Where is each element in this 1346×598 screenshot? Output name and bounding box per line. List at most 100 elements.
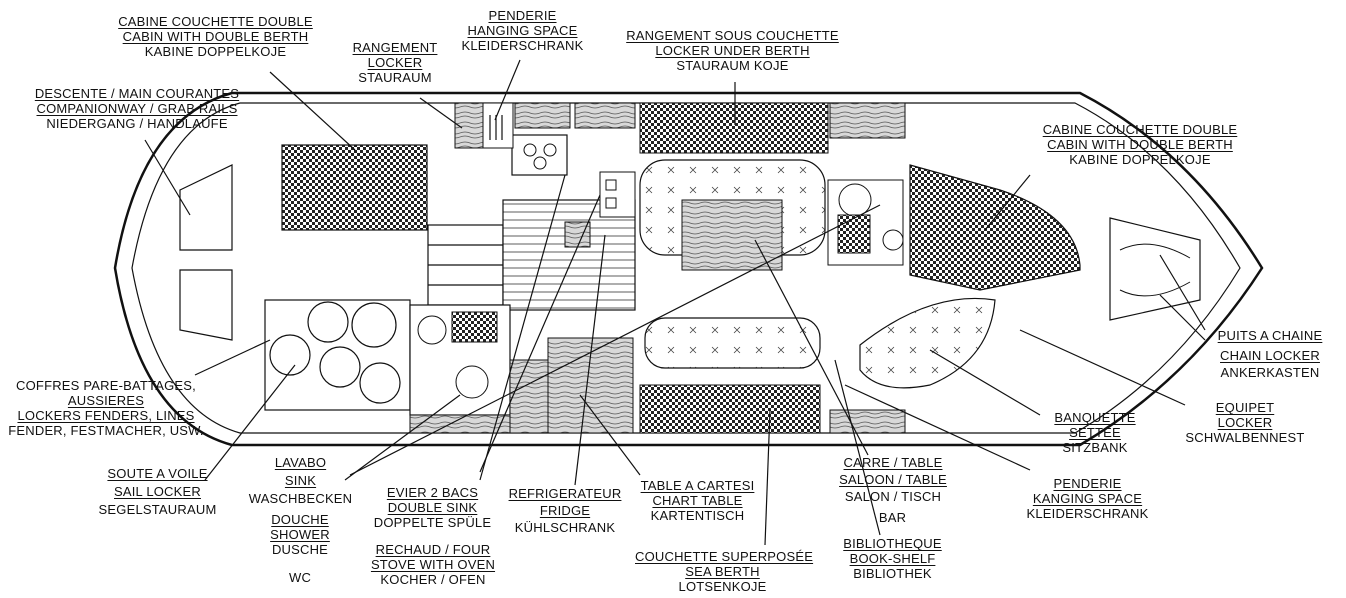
label-line: SEA BERTH <box>685 564 760 579</box>
label-line: SINK <box>284 473 317 488</box>
label-puits: PUITS A CHAINE CHAIN LOCKER ANKERKASTEN <box>1200 328 1340 380</box>
label-cabine-fwd: CABINE COUCHETTE DOUBLE CABIN WITH DOUBL… <box>1030 122 1250 167</box>
label-line: SALOON / TABLE <box>839 472 947 487</box>
label-carre: CARRE / TABLE SALOON / TABLE SALON / TIS… <box>828 455 958 504</box>
label-line: LOCKER UNDER BERTH <box>655 43 810 58</box>
label-line: SHOWER <box>270 527 330 542</box>
label-line: SOUTE A VOILE <box>107 466 208 481</box>
label-line: NIEDERGANG / HANDLAUFE <box>46 116 228 131</box>
label-line: KÜHLSCHRANK <box>514 520 616 535</box>
label-line: SALON / TISCH <box>844 489 942 504</box>
label-line: ANKERKASTEN <box>1220 365 1320 380</box>
label-line: DOUBLE SINK <box>387 500 478 515</box>
label-line: DESCENTE / MAIN COURANTES <box>34 86 240 101</box>
label-line: CHART TABLE <box>652 493 743 508</box>
label-line: SEGELSTAURAUM <box>98 502 217 517</box>
label-line: KANGING SPACE <box>1032 491 1143 506</box>
label-line: BOOK-SHELF <box>849 551 936 566</box>
stove <box>511 134 568 176</box>
nav-locker <box>509 359 549 434</box>
label-line: KOCHER / OFEN <box>380 572 486 587</box>
shelf-top-2 <box>574 102 636 129</box>
label-wc: WC <box>250 570 350 585</box>
label-line: FRIDGE <box>539 503 591 518</box>
panel-top-right <box>829 102 906 139</box>
fridge <box>564 221 591 248</box>
label-line: RECHAUD / FOUR <box>375 542 491 557</box>
label-line: REFRIGERATEUR <box>508 486 622 501</box>
label-line: PENDERIE <box>1053 476 1122 491</box>
label-line: LOCKER <box>367 55 423 70</box>
panel-bottom-1 <box>409 414 511 434</box>
label-line: RANGEMENT <box>352 40 438 55</box>
label-rangement-locker: RANGEMENT LOCKER STAURAUM <box>345 40 445 85</box>
label-line: WC <box>288 570 312 585</box>
label-bibliotheque: BIBLIOTHEQUE BOOK-SHELF BIBLIOTHEK <box>830 536 955 581</box>
label-equipet: EQUIPET LOCKER SCHWALBENNEST <box>1175 400 1315 445</box>
label-table-cartes: TABLE A CARTESi CHART TABLE KARTENTISCH <box>630 478 765 523</box>
label-line: DOPPELTE SPÜLE <box>373 515 492 530</box>
locker-top-1 <box>454 102 484 149</box>
saloon-settee-bottom <box>644 317 821 369</box>
label-line: TABLE A CARTESi <box>640 478 755 493</box>
label-descente: DESCENTE / MAIN COURANTES COMPANIONWAY /… <box>12 86 262 131</box>
label-line: CABIN WITH DOUBLE BERTH <box>1047 137 1233 152</box>
label-line: KLEIDERSCHRANK <box>1026 506 1149 521</box>
label-coffres: COFFRES PARE-BATTAGES, AUSSIERES LOCKERS… <box>0 378 212 438</box>
label-line: LOTSENKOJE <box>678 579 767 594</box>
label-bar: BAR <box>845 510 940 525</box>
label-line: STAURAUM <box>358 70 432 85</box>
label-line: BIBLIOTHEQUE <box>843 536 942 551</box>
label-line: LAVABO <box>274 455 327 470</box>
label-line: RANGEMENT SOUS COUCHETTE <box>626 28 839 43</box>
label-line: COUCHETTE SUPERPOSÉE <box>635 549 814 564</box>
wardrobe-top <box>482 102 514 149</box>
label-line: SITZBANK <box>1062 440 1128 455</box>
label-douche: DOUCHE SHOWER DUSCHE <box>250 512 350 557</box>
label-lavabo: LAVABO SINK WASCHBECKEN <box>238 455 363 506</box>
cabin-sole <box>502 199 636 311</box>
label-cabine-aft: CABINE COUCHETTE DOUBLE CABIN WITH DOUBL… <box>108 14 323 59</box>
aft-locker-top <box>179 164 233 251</box>
label-line: DOUCHE <box>271 512 329 527</box>
label-line: DUSCHE <box>271 542 329 557</box>
label-line: COMPANIONWAY / GRAB RAILS <box>36 101 238 116</box>
label-penderie-top: PENDERIE HANGING SPACE KLEIDERSCHRANK <box>455 8 590 53</box>
label-line: CABINE COUCHETTE DOUBLE <box>1042 122 1238 137</box>
label-soute: SOUTE A VOILE SAIL LOCKER SEGELSTAURAUM <box>90 466 225 517</box>
label-line: LOCKERS FENDERS, LINES <box>17 408 195 423</box>
label-couchette: COUCHETTE SUPERPOSÉE SEA BERTH LOTSENKOJ… <box>635 549 814 594</box>
label-banquette: BANQUETTE SETTEE SITZBANK <box>1040 410 1150 455</box>
label-line: CHAIN LOCKER <box>1220 348 1320 363</box>
label-line: KABINE DOPPELKOJE <box>144 44 287 59</box>
label-line: PENDERIE <box>488 8 557 23</box>
label-line: EVIER 2 BACS <box>386 485 479 500</box>
aft-locker-bottom <box>179 269 233 341</box>
label-line: KARTENTISCH <box>650 508 745 523</box>
shelf-top <box>514 102 571 129</box>
label-line: BANQUETTE <box>1054 410 1136 425</box>
label-line: STAURAUM KOJE <box>676 58 789 73</box>
hull-inner <box>131 102 1241 434</box>
label-line: HANGING SPACE <box>467 23 578 38</box>
label-line: SAIL LOCKER <box>114 484 201 499</box>
label-line: KLEIDERSCHRANK <box>461 38 584 53</box>
label-line: EQUIPET <box>1215 400 1275 415</box>
label-line: AUSSIERES <box>67 393 145 408</box>
label-line: CABIN WITH DOUBLE BERTH <box>122 29 309 44</box>
label-line: FENDER, FESTMACHER, USW. <box>8 423 204 438</box>
label-rechaud: RECHAUD / FOUR STOVE WITH OVEN KOCHER / … <box>358 542 508 587</box>
companionway <box>427 224 504 306</box>
label-evier: EVIER 2 BACS DOUBLE SINK DOPPELTE SPÜLE <box>370 485 495 530</box>
label-line: PUITS A CHAINE <box>1217 328 1323 343</box>
label-line: WASCHBECKEN <box>248 491 353 506</box>
label-penderie-right: PENDERIE KANGING SPACE KLEIDERSCHRANK <box>1020 476 1155 521</box>
label-line: CARRE / TABLE <box>843 455 943 470</box>
saloon-table <box>681 199 783 271</box>
label-rangement-sous: RANGEMENT SOUS COUCHETTE LOCKER UNDER BE… <box>610 28 855 73</box>
forward-settee <box>859 297 996 389</box>
label-line: BIBLIOTHEK <box>853 566 932 581</box>
panel-bottom-right <box>829 409 906 434</box>
